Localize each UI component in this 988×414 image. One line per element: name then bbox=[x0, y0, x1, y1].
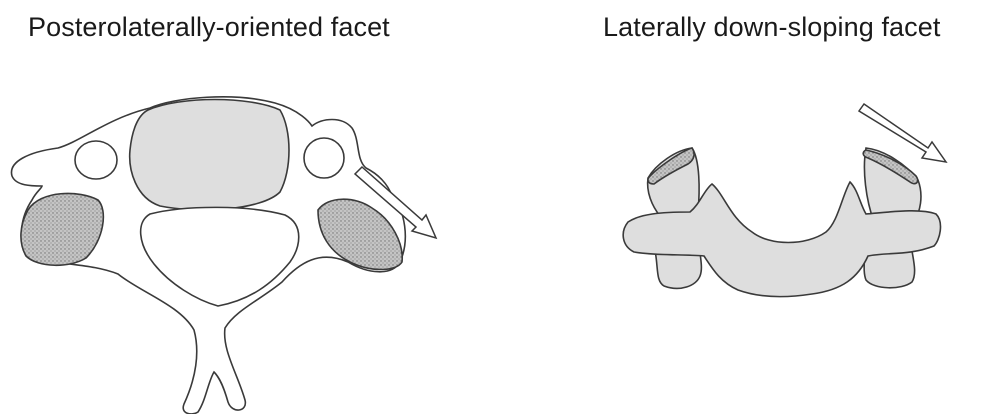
axial-vertebra bbox=[11, 97, 405, 414]
vertebral-body bbox=[130, 100, 289, 210]
transverse-foramen-right bbox=[304, 138, 344, 178]
coronal-vertebra bbox=[623, 148, 940, 297]
transverse-foramen-left bbox=[75, 141, 117, 179]
